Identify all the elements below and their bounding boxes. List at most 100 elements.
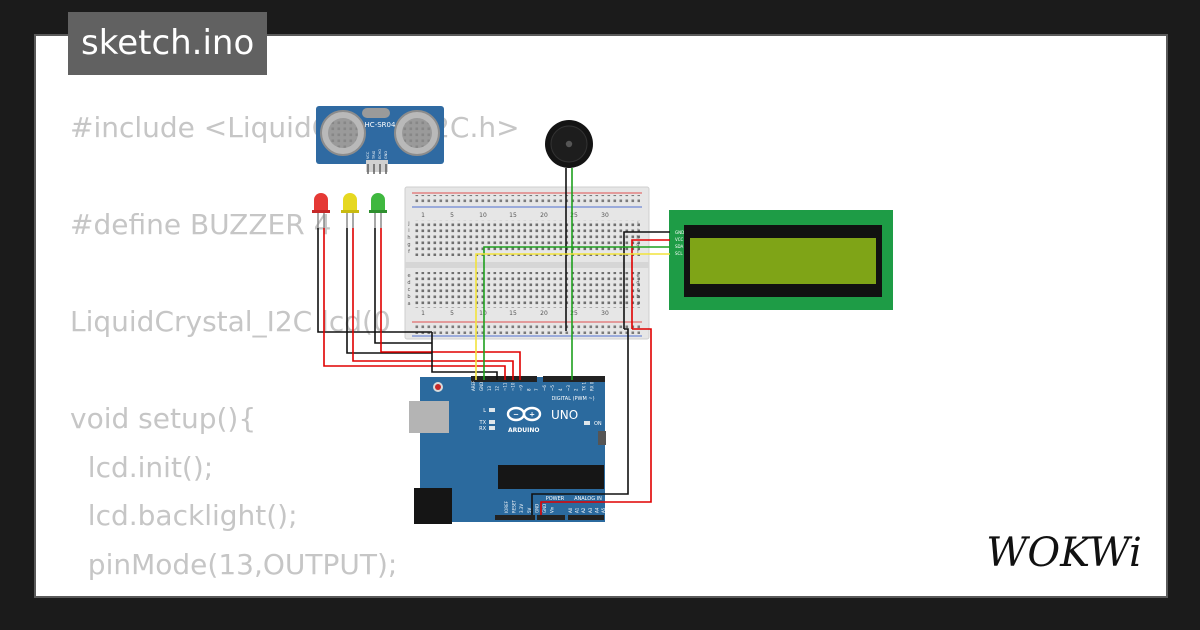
power-pin-label: 3.3V [519, 504, 524, 513]
board-led-label: TX [479, 420, 487, 426]
board-led [489, 426, 495, 430]
breadboard-row-letter: a [407, 301, 410, 307]
breadboard-row-letter: i [408, 228, 409, 234]
analog-pin-label: A3 [588, 507, 593, 513]
buzzer[interactable] [545, 120, 593, 168]
breadboard-row-letter: g [407, 242, 410, 248]
breadboard-row-letter: j [407, 221, 409, 227]
power-label: POWER [546, 496, 565, 502]
breadboard-row-letter: d [407, 280, 410, 286]
board-led-label: L [483, 408, 486, 414]
led-green[interactable] [369, 193, 387, 228]
breadboard-column-number: 30 [601, 212, 609, 219]
sensor-transducer-left [320, 110, 366, 156]
digital-pin-label: 2 [574, 388, 579, 391]
digital-pin-label: 12 [495, 385, 500, 391]
breadboard-column-number: 1 [421, 212, 425, 219]
wokwi-logo: WOKWi [986, 530, 1142, 576]
breadboard-row-letter: b [636, 294, 639, 300]
power-jack [414, 488, 452, 524]
analog-label: ANALOG IN [574, 496, 602, 502]
wires [317, 168, 670, 515]
led-yellow[interactable] [341, 193, 359, 228]
breadboard-row-letter: a [636, 301, 639, 307]
breadboard-row-letter: d [636, 280, 639, 286]
code-line: pinMode(13,OUTPUT); [70, 547, 398, 581]
power-pin-label: GND [542, 504, 547, 513]
code-line: void setup(){ [70, 402, 257, 435]
digital-pin-label: ~3 [566, 385, 571, 391]
lcd-pin-label: SCL [675, 251, 683, 256]
breadboard-column-number: 15 [509, 212, 517, 219]
sensor-pin-label: VCC [366, 151, 370, 159]
lcd-display[interactable]: GND VCC SDA SCL [669, 210, 893, 310]
power-pin-label: GND [534, 504, 539, 513]
digital-pin-label: ~5 [550, 385, 555, 391]
analog-pin-label: A4 [594, 507, 599, 513]
on-label: ON [594, 421, 602, 427]
atmega-chip [498, 465, 604, 489]
digital-label: DIGITAL (PWM ~) [551, 396, 594, 402]
led-red[interactable] [312, 193, 330, 228]
breadboard-row-letter: c [637, 287, 640, 293]
reset-button [435, 384, 441, 390]
breadboard-column-number: 25 [570, 310, 578, 317]
arduino-brand: ARDUINO [508, 427, 539, 434]
breadboard-row-letter: f [637, 249, 639, 255]
power-pin-label: Vin [550, 506, 555, 513]
wokwi-logo-text: WOKWi [986, 530, 1142, 576]
sensor-label: HC-SR04 [365, 121, 396, 129]
code-line: lcd.init(); [70, 450, 214, 484]
breadboard-row-letter: h [407, 235, 410, 241]
breadboard-column-number: 20 [540, 310, 548, 317]
breadboard-row-letter: c [408, 287, 411, 293]
digital-pin-label: ~11 [503, 382, 508, 391]
breadboard-column-number: 25 [570, 212, 578, 219]
breadboard-column-number: 5 [450, 212, 454, 219]
breadboard-row-letter: h [636, 235, 639, 241]
analog-pin-label: A5 [601, 507, 606, 513]
digital-pin-label: ~6 [542, 385, 547, 391]
analog-pin-label: A2 [581, 507, 586, 513]
file-name-tab[interactable]: sketch.ino [68, 12, 268, 75]
digital-pin-label: ~10 [511, 382, 516, 391]
board-led [489, 408, 495, 412]
digital-pin-label: TX 1 [582, 382, 587, 392]
breadboard-column-number: 20 [540, 212, 548, 219]
analog-pin-label: A0 [568, 507, 573, 513]
breadboard-row-letter: f [408, 249, 410, 255]
digital-pin-label: 4 [558, 388, 563, 391]
power-pin-label: IOREF [504, 500, 509, 513]
lcd-pin-label: VCC [675, 237, 684, 242]
usb-port [409, 401, 449, 433]
breadboard-row-letter: b [407, 294, 410, 300]
power-pin-label: 5V [527, 507, 532, 513]
sensor-transducer-right [394, 110, 440, 156]
breadboard-row-letter: j [636, 221, 638, 227]
sensor-pin-label: TRIG [372, 150, 376, 160]
analog-pin-label: A1 [575, 507, 580, 513]
svg-text:−: − [513, 411, 519, 419]
breadboard-row-letter: e [636, 273, 639, 279]
breadboard-column-number: 5 [450, 310, 454, 317]
breadboard-column-number: 15 [509, 310, 517, 317]
breadboard-row-letter: g [636, 242, 639, 248]
board-led [489, 420, 495, 424]
breadboard-column-number: 10 [479, 310, 487, 317]
code-line: lcd.backlight(); [70, 499, 298, 532]
digital-pin-label: RX 0 [590, 381, 595, 391]
digital-pin-label: GND [479, 382, 484, 391]
breadboard-column-number: 1 [421, 310, 425, 317]
lcd-pin-label: GND [675, 230, 684, 235]
lcd-pin-label: SDA [675, 244, 684, 249]
svg-text:+: + [529, 411, 535, 419]
digital-pin-label: 7 [534, 388, 539, 391]
digital-pin-label: 8 [526, 388, 531, 391]
power-pin-label: RESET [512, 500, 517, 513]
arduino-infinity-logo: − + [506, 406, 542, 422]
arduino-model: UNO [551, 408, 578, 422]
